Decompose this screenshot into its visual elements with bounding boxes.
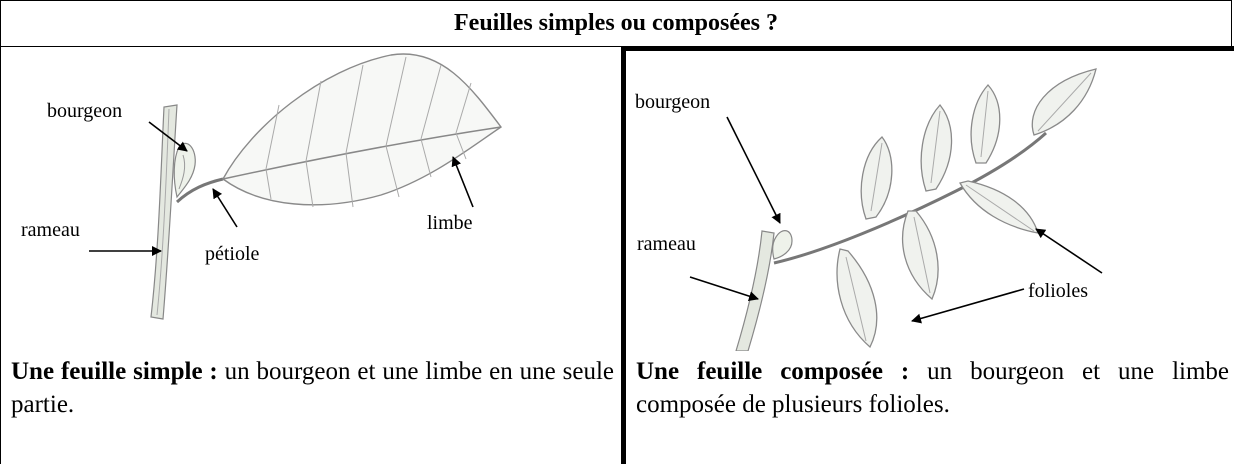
label-petiole: pétiole [205,243,260,265]
page-title: Feuilles simples ou composées ? [1,10,1231,37]
arrow-folioles-upper [1036,229,1102,273]
compound-leaf-diagram: bourgeon rameau folioles [626,51,1234,351]
simple-leaf-caption: Une feuille simple : un bourgeon et une … [11,355,614,421]
label-folioles: folioles [1028,280,1088,302]
compound-leaf-caption: Une feuille composée : un bourgeon et un… [636,355,1229,421]
label-bourgeon: bourgeon [635,91,710,113]
label-rameau: rameau [21,219,80,241]
arrow-bourgeon [727,117,780,223]
compound-bud-drawing [773,231,792,259]
compound-twig-drawing [736,231,774,351]
compound-leaf-caption-bold: Une feuille composée : [636,358,909,385]
simple-leaf-diagram: bourgeon rameau pétiole limbe [1,47,622,357]
label-bourgeon: bourgeon [47,100,122,122]
title-bar: Feuilles simples ou composées ? [0,0,1232,46]
compound-leaf-panel: bourgeon rameau folioles Une feuille com… [621,46,1234,464]
simple-leaf-panel: bourgeon rameau pétiole limbe Une feuill… [0,46,621,464]
bud-drawing [174,143,195,197]
arrow-rameau [690,277,758,299]
arrow-petiole [213,189,237,227]
arrow-limbe [453,157,473,207]
simple-leaf-caption-bold: Une feuille simple : [11,358,218,385]
simple-leaf-drawing [177,54,501,207]
twig-drawing [151,105,177,319]
label-limbe: limbe [427,212,473,234]
label-rameau: rameau [637,233,696,255]
